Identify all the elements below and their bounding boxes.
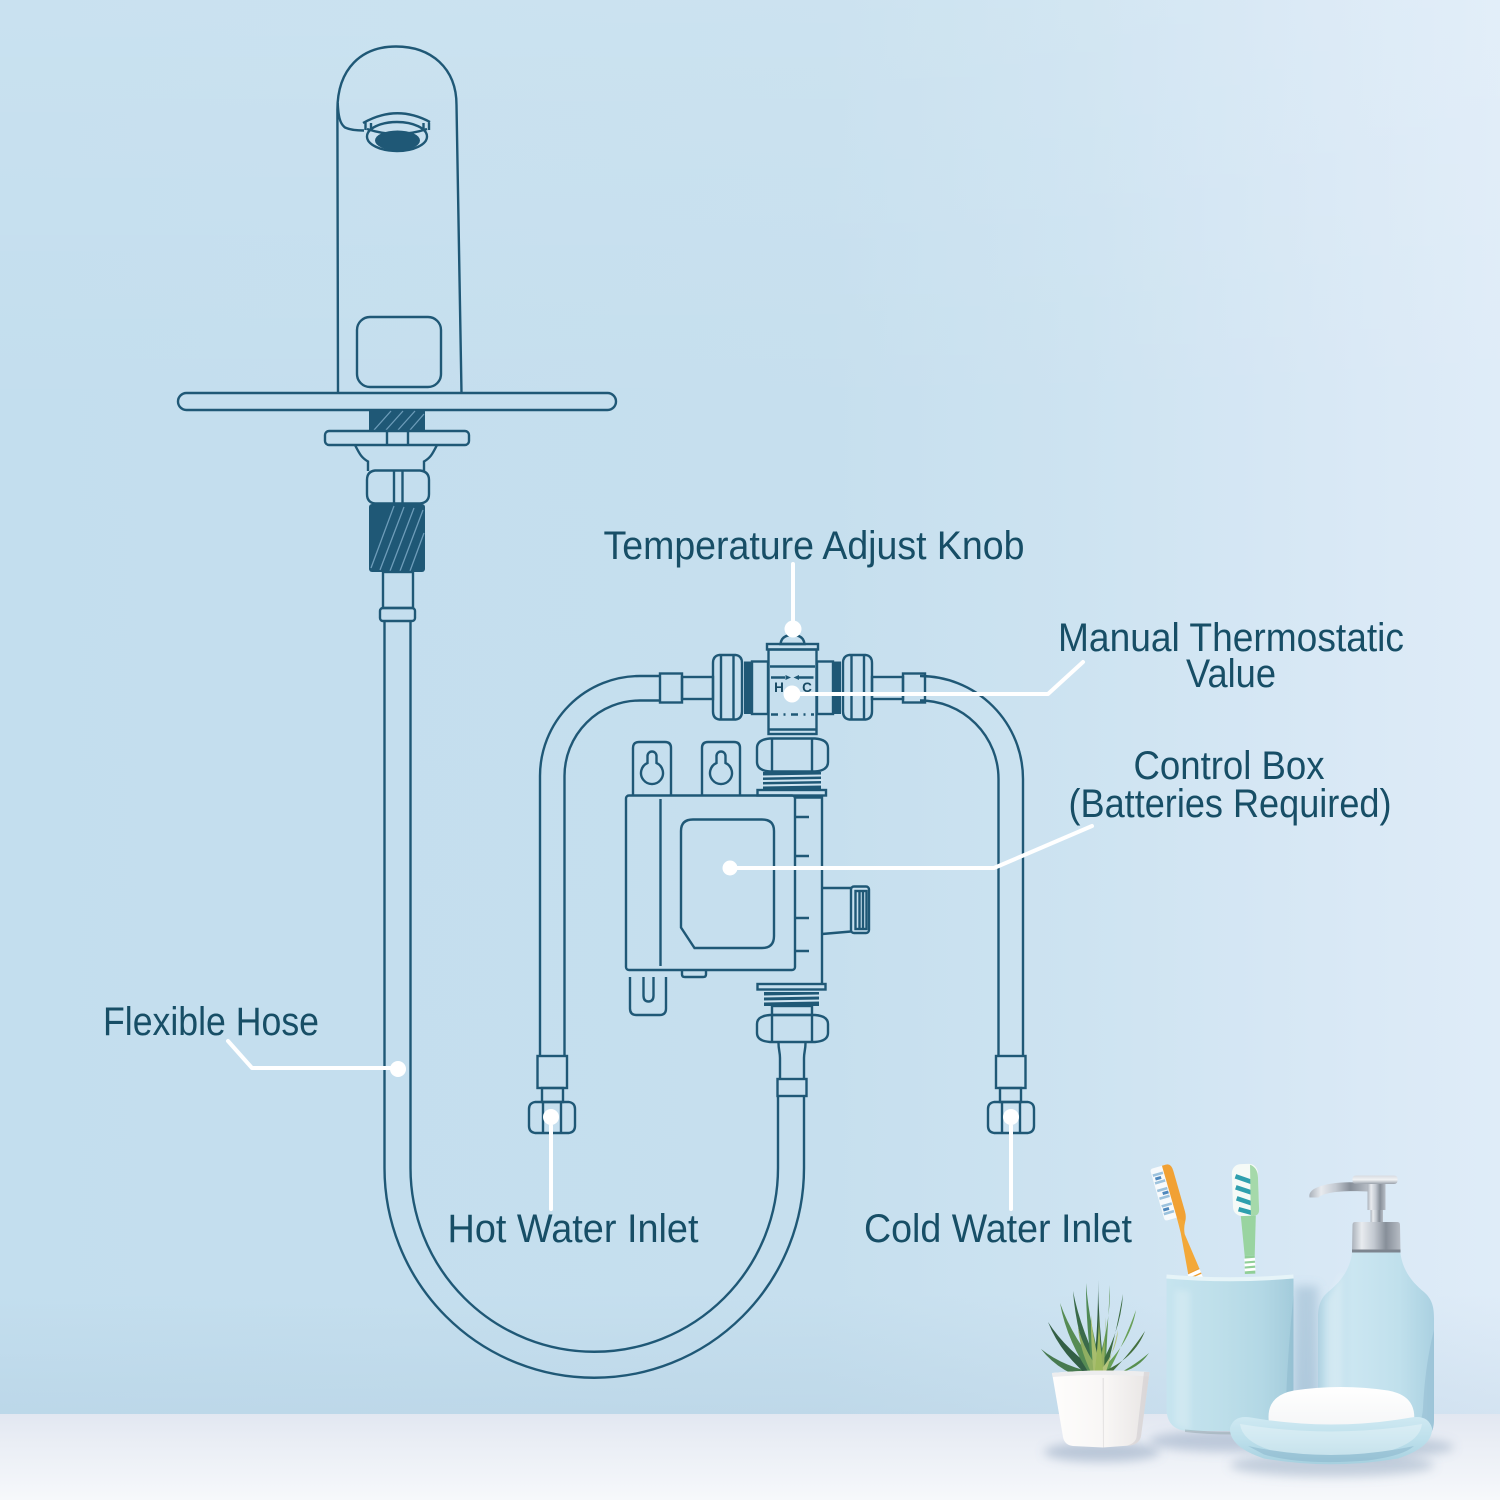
- svg-text:Cold Water Inlet: Cold Water Inlet: [864, 1207, 1132, 1251]
- svg-text:Value: Value: [1186, 652, 1276, 696]
- svg-text:H: H: [774, 680, 784, 695]
- svg-text:Flexible Hose: Flexible Hose: [103, 1000, 319, 1044]
- svg-text:Temperature Adjust Knob: Temperature Adjust Knob: [604, 524, 1025, 568]
- svg-text:C: C: [802, 680, 812, 695]
- svg-text:Manual Thermostatic: Manual Thermostatic: [1058, 616, 1404, 660]
- svg-text:Control Box: Control Box: [1134, 744, 1325, 788]
- svg-text:Hot Water Inlet: Hot Water Inlet: [448, 1207, 699, 1251]
- svg-text:(Batteries Required): (Batteries Required): [1069, 782, 1392, 826]
